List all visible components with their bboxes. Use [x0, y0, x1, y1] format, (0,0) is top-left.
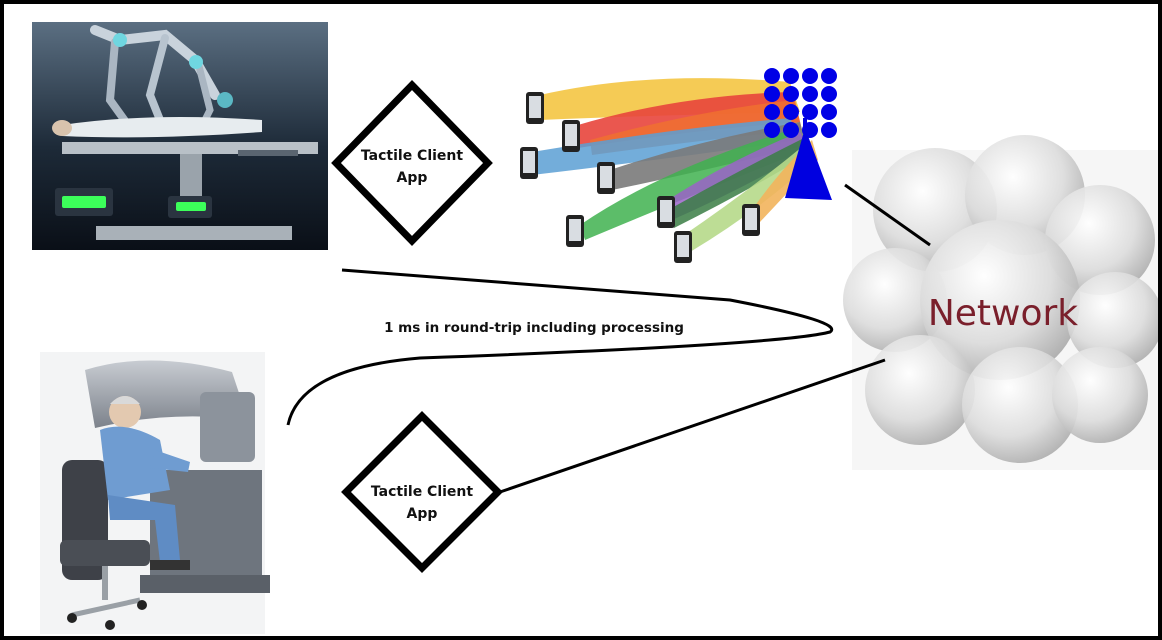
client-app-top-label-line2: App	[397, 170, 428, 186]
antenna-icon	[785, 118, 832, 200]
antenna-dot	[783, 104, 799, 120]
antenna-dot	[821, 104, 837, 120]
antenna-dot	[802, 86, 818, 102]
network-label: Network	[928, 293, 1078, 334]
surgical-robot-image	[32, 22, 328, 250]
round-trip-loop	[286, 268, 834, 426]
cloud-icon: Network	[843, 135, 1162, 470]
smartphone-icon	[526, 92, 544, 124]
surgeon-console-image	[40, 352, 270, 634]
radio-beams	[532, 78, 818, 252]
antenna-dot	[802, 68, 818, 84]
antenna-dot	[821, 68, 837, 84]
smartphone-icon	[597, 162, 615, 194]
antenna-dot	[821, 86, 837, 102]
antenna-dot	[764, 122, 780, 138]
antenna-dot	[783, 68, 799, 84]
tactile-client-app-top: Tactile Client App	[331, 79, 493, 247]
client-network-link	[499, 358, 886, 494]
antenna-dot	[764, 86, 780, 102]
antenna-dot	[802, 104, 818, 120]
antenna-network-link	[844, 183, 931, 247]
smartphones	[520, 92, 760, 263]
smartphone-icon	[562, 120, 580, 152]
client-app-bottom-label-line2: App	[407, 506, 438, 522]
antenna-dot	[821, 122, 837, 138]
smartphone-icon	[674, 231, 692, 263]
smartphone-icon	[520, 147, 538, 179]
antenna-dot	[764, 104, 780, 120]
smartphone-icon	[566, 215, 584, 247]
latency-label: 1 ms in round-trip including processing	[384, 320, 684, 336]
smartphone-icon	[742, 204, 760, 236]
client-app-top-label-line1: Tactile Client	[361, 148, 463, 164]
tactile-client-app-bottom: Tactile Client App	[341, 411, 503, 573]
antenna-dot	[783, 86, 799, 102]
smartphone-icon	[657, 196, 675, 228]
antenna-dot	[783, 122, 799, 138]
antenna-dot	[764, 68, 780, 84]
client-app-bottom-label-line1: Tactile Client	[371, 484, 473, 500]
